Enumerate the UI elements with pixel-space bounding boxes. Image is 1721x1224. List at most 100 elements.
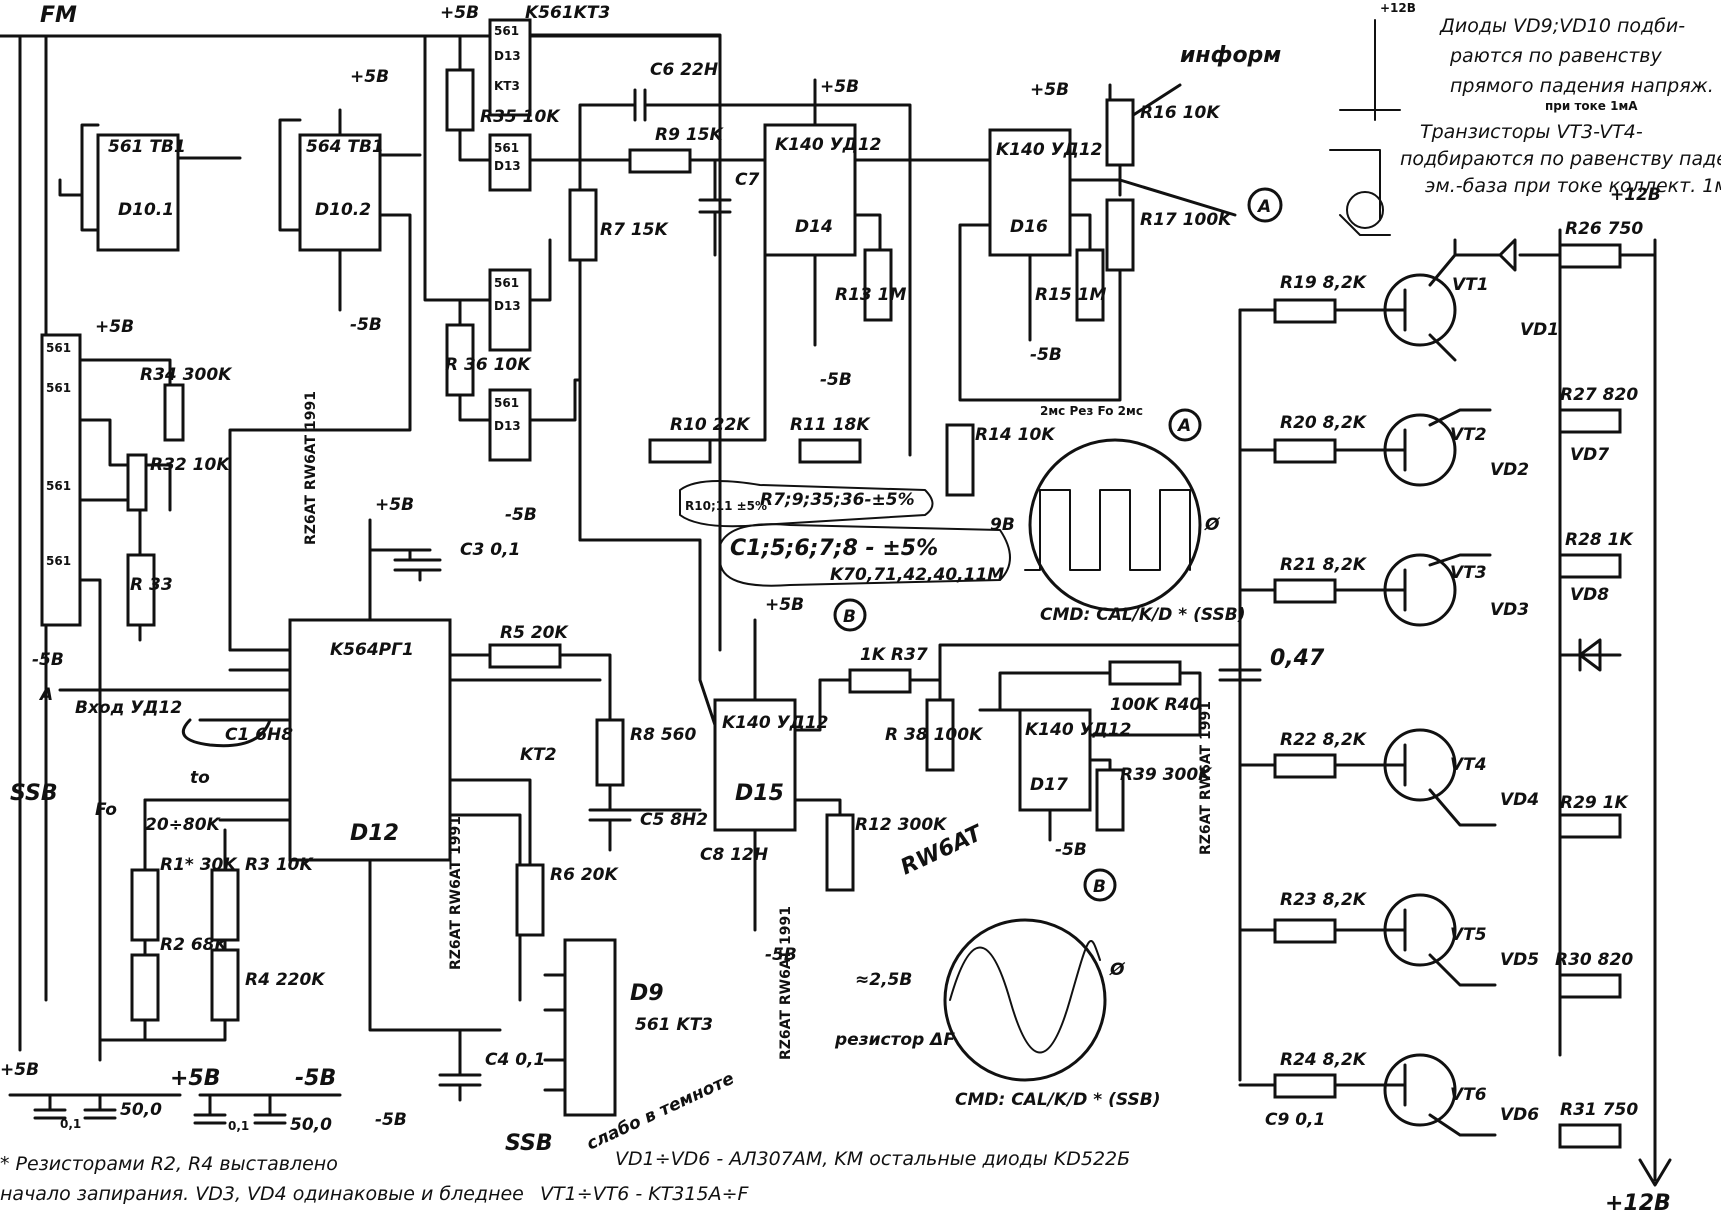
vt6-label: VT6 — [1450, 1085, 1487, 1105]
c5-label: C5 8H2 — [640, 810, 708, 830]
top-right-notes: +12B Диоды VD9;VD10 подби- раются по рав… — [1329, 1, 1721, 236]
r29-label: R29 1K — [1560, 793, 1629, 813]
svg-text:561: 561 — [46, 341, 71, 355]
node-a-label: A — [1256, 197, 1271, 217]
scope-a-label: A — [1176, 416, 1191, 436]
resistor-r17 — [1105, 198, 1135, 272]
r36-label: R 36 10K — [445, 355, 532, 375]
r19-label: R19 8,2K — [1280, 273, 1368, 293]
resistor-r9 — [628, 148, 692, 174]
r4-label: R4 220K — [245, 970, 326, 990]
resistor-r26 — [1558, 243, 1622, 269]
tolerance-types: K70,71,42,40,11M — [830, 565, 1004, 585]
r24-label: R24 8,2K — [1280, 1050, 1368, 1070]
d14-type: K140 УД12 — [775, 135, 881, 155]
r7-label: R7 15K — [600, 220, 669, 240]
resistor-r3 — [210, 868, 240, 942]
r8-label: R8 560 — [630, 725, 696, 745]
r6-label: R6 20K — [550, 865, 619, 885]
note-tr-4: при токе 1мА — [1545, 99, 1638, 113]
d12-vcc: +5B — [375, 495, 414, 515]
d17-label: D17 — [1030, 775, 1068, 795]
signature-2: RZ6AT RW6AT 1991 — [448, 816, 464, 970]
r3-label: R3 10K — [245, 855, 314, 875]
scope-b-amplitude: ≈2,5B — [855, 970, 912, 990]
bottom-notes: * Резисторами R2, R4 выставлено начало з… — [0, 1148, 1130, 1205]
d11-strip: 561 561 561 561 +5B -5B R34 300K R32 10K… — [32, 317, 233, 1042]
ssb-bottom: SSB — [505, 1131, 553, 1156]
d12-label: D12 — [350, 821, 399, 846]
d9-label: D9 — [630, 981, 664, 1006]
r14-label: R14 10K — [975, 425, 1056, 445]
r33-label: R 33 — [130, 575, 173, 595]
resistor-r22 — [1273, 753, 1337, 779]
resistor-r23 — [1273, 918, 1337, 944]
d15-vcc: +5B — [765, 595, 804, 615]
ic-d16 — [988, 128, 1072, 257]
r32-label: R32 10K — [150, 455, 231, 475]
scope-a-9b: 9B — [990, 515, 1015, 535]
svg-text:D13: D13 — [494, 419, 521, 433]
resistor-r11 — [798, 438, 862, 464]
d14-vee: -5B — [820, 370, 852, 390]
d10-vee: -5B — [350, 315, 382, 335]
svg-text:561: 561 — [46, 479, 71, 493]
vd6-label: VD6 — [1500, 1105, 1539, 1125]
scope-b-zero: Ø — [1109, 960, 1126, 980]
ic-d17 — [1018, 708, 1092, 812]
vt1-label: VT1 — [1452, 275, 1489, 295]
range-label: 20÷80K — [145, 815, 222, 835]
ic-d11 — [40, 333, 82, 627]
resistor-r10 — [648, 438, 712, 464]
node-b2-label: B — [1093, 877, 1106, 897]
vt4-label: VT4 — [1450, 755, 1487, 775]
r23-label: R23 8,2K — [1280, 890, 1368, 910]
input-label: Вход УД12 — [75, 698, 182, 718]
svg-text:561: 561 — [494, 24, 519, 38]
resistor-r13 — [863, 248, 893, 322]
scope-a: 2мс Pез Fo 2мс 9B Ø A — [990, 404, 1221, 612]
resistor-r34 — [163, 383, 185, 442]
d17-stage: 1K R37 R 38 100K K140 УД12 D17 100K R40 … — [818, 605, 1325, 902]
tolerance-r: R7;9;35;36-±5% — [760, 490, 915, 510]
c4-label: C4 0,1 — [485, 1050, 545, 1070]
inform-label: информ — [1180, 43, 1281, 68]
led-drivers: RZ6AT RW6AT 1991 R19 8,2K VT1 R26 750 VD… — [1198, 185, 1672, 1216]
resistor-r4 — [210, 948, 240, 1022]
signature-3: RZ6AT RW6AT 1991 — [778, 906, 794, 1060]
resistor-r2 — [130, 953, 160, 1022]
ic-d13-d — [488, 388, 532, 462]
d11-vee: -5B — [32, 650, 64, 670]
signature-4: RZ6AT RW6AT 1991 — [1198, 701, 1214, 855]
note-bottom-2: начало запирания. VD3, VD4 одинаковые и … — [0, 1183, 524, 1205]
transistor-vt6 — [1383, 1053, 1457, 1127]
c9-label: C9 0,1 — [1265, 1110, 1325, 1130]
r31-label: R31 750 — [1560, 1100, 1638, 1120]
cmd-label-2: CMD: CAL/K/D * (SSB) — [955, 1090, 1161, 1110]
node-b-label: B — [843, 607, 856, 627]
r12-label: R12 300K — [855, 815, 948, 835]
resistor-r8 — [595, 718, 625, 787]
ic-d10-2-label: D10.2 — [315, 200, 371, 220]
resistor-r33 — [126, 553, 156, 627]
ssb-left: SSB — [10, 781, 58, 806]
r39-label: R39 300K — [1120, 765, 1213, 785]
fm-label: FM — [40, 3, 77, 28]
note-tr-1: Диоды VD9;VD10 подби- — [1439, 15, 1685, 37]
ic-d9 — [563, 938, 617, 1117]
tolerance-left: R10;11 ±5% — [685, 499, 767, 513]
ic-d13-c — [488, 268, 532, 352]
svg-text:KT3: KT3 — [494, 79, 520, 93]
resistor-r32 — [126, 453, 148, 512]
r35-label: R35 10K — [480, 107, 561, 127]
scope-a-zero: Ø — [1204, 515, 1221, 535]
ic-d13-a — [488, 18, 532, 117]
r16-label: R16 10K — [1140, 103, 1221, 123]
pwr-m5: -5B — [295, 1066, 336, 1091]
d13-vcc: +5B — [440, 3, 479, 23]
c8-label: C8 12H — [700, 845, 768, 865]
p12-note: +12B — [1380, 1, 1416, 15]
resistor-r6 — [515, 863, 545, 937]
thermistor-label: to — [190, 768, 210, 788]
d12-block: K564PГ1 D12 RZ6AT RW6AT 1991 +5B C3 0,1 … — [288, 391, 619, 1130]
